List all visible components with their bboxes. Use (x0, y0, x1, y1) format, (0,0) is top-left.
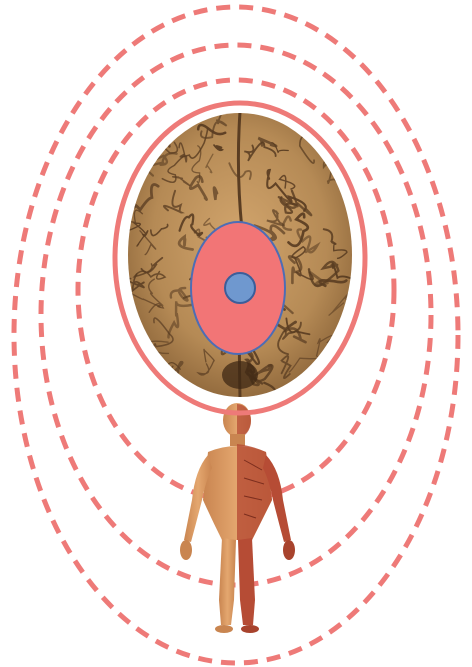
center-dot (225, 273, 255, 303)
human-body-figure (180, 403, 295, 633)
brain-gyrus (214, 187, 217, 199)
